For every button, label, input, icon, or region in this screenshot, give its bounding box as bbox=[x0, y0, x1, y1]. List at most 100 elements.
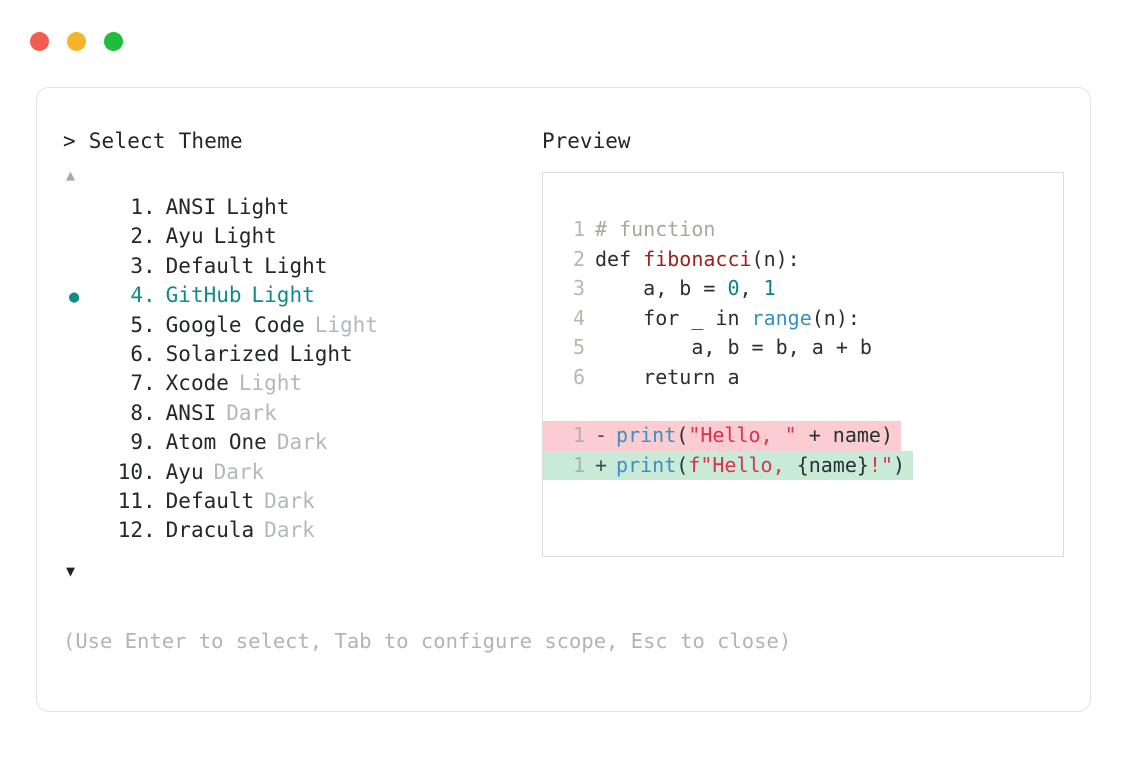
minimize-window-button[interactable] bbox=[67, 32, 86, 51]
theme-picker-panel: > Select Theme ▲ ●1.ANSILight●2.AyuLight… bbox=[63, 128, 533, 580]
theme-item-number-dot: . bbox=[143, 224, 156, 249]
selected-bullet-icon: ● bbox=[63, 195, 97, 224]
code-block: 1 # function 2 def fibonacci(n): 3 a, b = 0,… bbox=[543, 215, 1063, 392]
theme-item-number: 12 bbox=[117, 518, 143, 543]
code-line-text: a, b = b, a + b bbox=[595, 333, 872, 363]
scroll-down-icon[interactable]: ▼ bbox=[66, 561, 76, 580]
code-token: f"Hello, bbox=[688, 452, 797, 477]
code-token: + name) bbox=[796, 423, 894, 447]
theme-item-name: GitHub bbox=[165, 283, 242, 308]
code-spacer bbox=[543, 392, 1063, 421]
diff-line: 1-print("Hello, " + name) bbox=[543, 421, 1063, 451]
code-token: for _ in bbox=[595, 305, 752, 330]
preview-panel: Preview 1 # function 2 def fibonacci(n): 3 a… bbox=[542, 128, 1067, 557]
code-token: # function bbox=[595, 217, 716, 241]
line-number: 2 bbox=[572, 246, 585, 271]
theme-item-number: 10 bbox=[117, 459, 143, 484]
code-token: 0 bbox=[727, 276, 740, 300]
theme-item-number-dot: . bbox=[143, 430, 156, 455]
code-token: ( bbox=[676, 423, 689, 447]
code-token: range bbox=[751, 305, 812, 330]
diff-line-number: 1 bbox=[543, 450, 595, 480]
code-line-text: for _ in range(n): bbox=[595, 304, 860, 334]
theme-item-variant: Dark bbox=[213, 459, 265, 484]
diff-block: 1-print("Hello, " + name)1+print(f"Hello… bbox=[543, 421, 1063, 480]
selected-bullet-icon: ● bbox=[63, 313, 97, 342]
line-number: 4 bbox=[572, 305, 585, 330]
theme-item-variant: Light bbox=[314, 312, 378, 337]
theme-item-number: 11 bbox=[117, 488, 143, 513]
line-number: 1 bbox=[572, 217, 585, 241]
code-token: fibonacci bbox=[643, 246, 752, 271]
theme-item-variant: Dark bbox=[276, 430, 328, 455]
selected-bullet-icon: ● bbox=[63, 224, 97, 253]
code-line: 2 def fibonacci(n): bbox=[543, 245, 1063, 275]
preview-title: Preview bbox=[542, 129, 631, 153]
theme-item-variant: Light bbox=[238, 371, 303, 396]
theme-item-number: 9 bbox=[130, 430, 143, 455]
theme-item-number-dot: . bbox=[143, 518, 156, 543]
code-token: def bbox=[595, 246, 644, 271]
close-window-button[interactable] bbox=[30, 32, 49, 51]
theme-item-name: ANSI bbox=[165, 195, 217, 219]
selected-bullet-icon: ● bbox=[63, 489, 97, 518]
code-token: !" bbox=[868, 452, 894, 477]
line-number: 6 bbox=[572, 364, 585, 389]
code-line-text: def fibonacci(n): bbox=[595, 245, 800, 275]
code-token: , bbox=[739, 276, 764, 300]
window-traffic-lights bbox=[30, 32, 123, 51]
theme-item-variant: Light bbox=[213, 224, 277, 249]
selected-bullet-icon: ● bbox=[63, 518, 97, 547]
theme-item-variant: Light bbox=[264, 253, 328, 278]
theme-item-variant: Dark bbox=[264, 488, 315, 513]
theme-item-variant: Dark bbox=[226, 400, 277, 425]
selected-bullet-icon: ● bbox=[69, 287, 80, 308]
theme-item-number-dot: . bbox=[143, 253, 156, 278]
theme-selector-card: > Select Theme ▲ ●1.ANSILight●2.AyuLight… bbox=[36, 87, 1091, 712]
theme-item-number-dot: . bbox=[143, 195, 156, 219]
selected-bullet-icon: ● bbox=[63, 401, 97, 430]
code-line-text: a, b = 0, 1 bbox=[595, 274, 776, 304]
code-line: 4 for _ in range(n): bbox=[543, 304, 1063, 334]
theme-item-number: 4 bbox=[130, 283, 143, 308]
code-token: print bbox=[616, 452, 677, 477]
theme-item-name: Ayu bbox=[165, 459, 204, 484]
maximize-window-button[interactable] bbox=[104, 32, 123, 51]
line-number: 5 bbox=[572, 335, 585, 359]
diff-line-number: 1 bbox=[543, 421, 595, 451]
selected-bullet-icon: ● bbox=[63, 342, 97, 371]
line-number: 3 bbox=[572, 276, 585, 300]
theme-item-number-dot: . bbox=[143, 283, 156, 308]
code-token: ( bbox=[676, 452, 689, 477]
scroll-up-icon[interactable]: ▲ bbox=[66, 166, 76, 184]
theme-item-number-dot: . bbox=[143, 312, 156, 337]
theme-item-number: 1 bbox=[130, 195, 143, 219]
theme-item-number-dot: . bbox=[143, 341, 156, 366]
theme-item-name: Ayu bbox=[165, 224, 204, 249]
code-token: ) bbox=[893, 452, 906, 477]
diff-sign: + bbox=[595, 452, 608, 477]
selected-bullet-icon: ● bbox=[63, 371, 97, 400]
selected-bullet-icon: ● bbox=[63, 254, 97, 283]
code-line: 5 a, b = b, a + b bbox=[543, 333, 1063, 363]
code-token: a, b = bbox=[595, 276, 728, 300]
diff-line-text: -print("Hello, " + name) bbox=[595, 421, 902, 451]
page-title: Select Theme bbox=[88, 129, 243, 153]
theme-item-number: 8 bbox=[130, 400, 143, 425]
code-token: 1 bbox=[763, 276, 776, 300]
code-line-text: return a bbox=[595, 363, 739, 393]
code-token: (n): bbox=[751, 246, 800, 271]
theme-item-number: 7 bbox=[130, 371, 143, 396]
